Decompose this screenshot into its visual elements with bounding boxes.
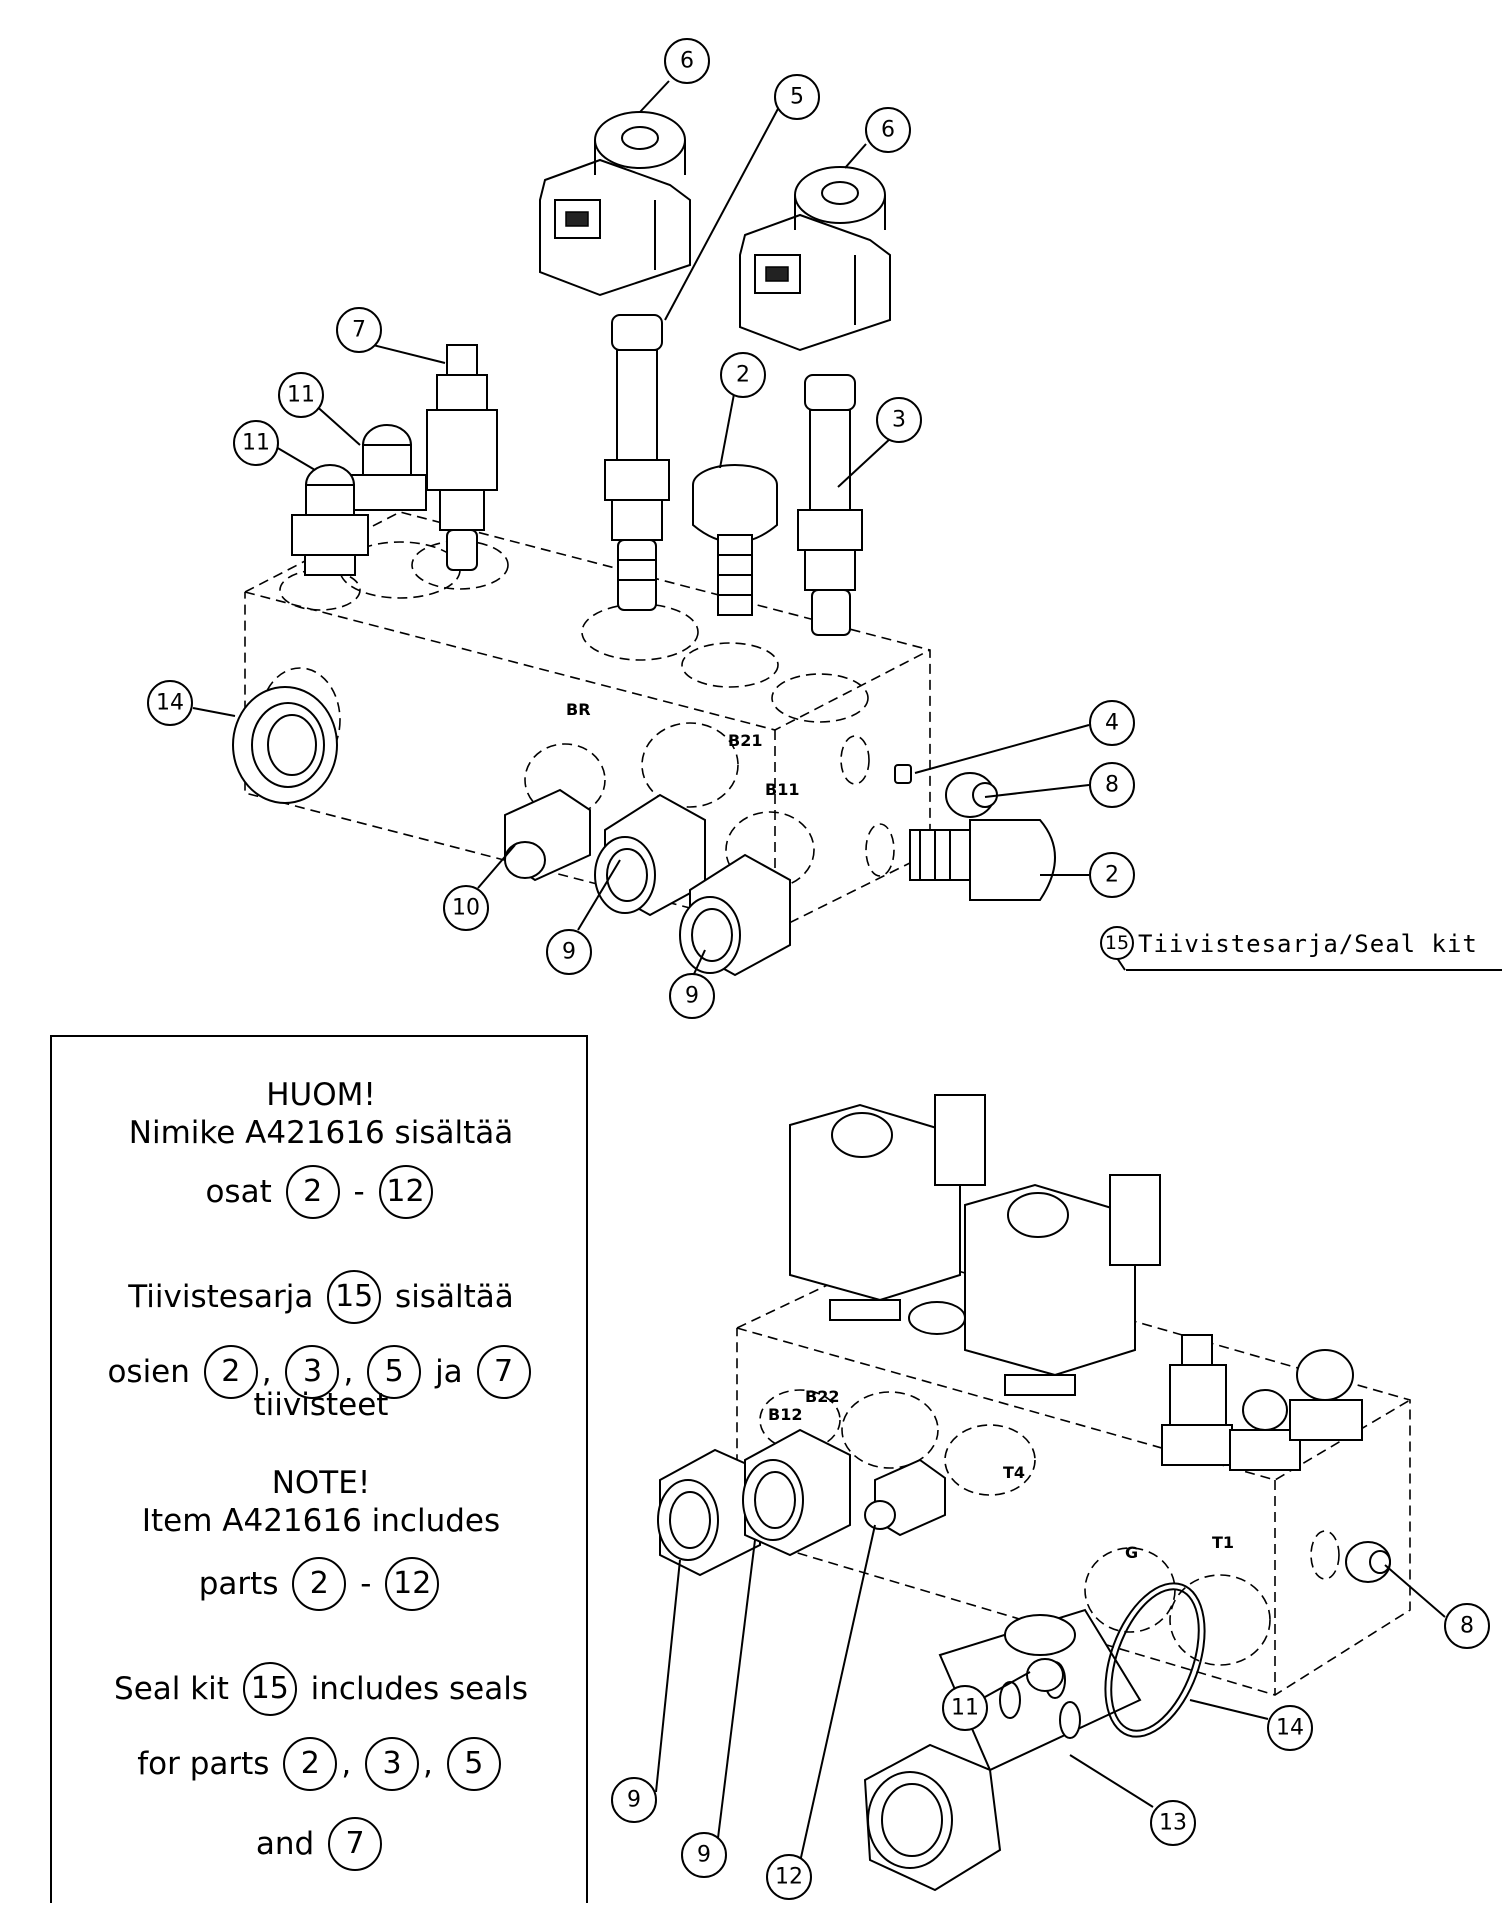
svg-text:3: 3 — [892, 408, 906, 433]
seal-kit-label: Tiivistesarja/Seal kit — [1138, 930, 1478, 958]
callout-5: 5 — [774, 74, 820, 120]
svg-text:4: 4 — [1105, 711, 1119, 736]
leader-lines — [192, 80, 1502, 1863]
note-fi-kit-num: 15 — [327, 1270, 382, 1324]
callout-6-top-left: 6 — [664, 38, 710, 84]
callout-9-upper-b: 9 — [669, 973, 715, 1019]
lower-filter-13 — [863, 1608, 1142, 1892]
svg-text:6: 6 — [680, 49, 694, 74]
lower-top-fittings — [908, 1301, 1363, 1471]
svg-text:2: 2 — [1105, 863, 1119, 888]
note-en-line1: Item A421616 includes — [141, 1503, 501, 1539]
callout-4: 4 — [1089, 700, 1135, 746]
svg-text:12: 12 — [775, 1865, 803, 1890]
callout-11-upper-a: 11 — [278, 372, 324, 418]
callout-3: 3 — [876, 397, 922, 443]
note-en-and: and 7 — [52, 1817, 590, 1871]
svg-text:14: 14 — [156, 691, 184, 716]
lower-front-fittings — [657, 1428, 946, 1577]
upper-solenoid-coil-right — [739, 166, 891, 352]
callout-6-top-right: 6 — [865, 107, 911, 153]
note-fi-parts-range: osat 2 - 12 — [52, 1165, 590, 1219]
svg-text:14: 14 — [1276, 1716, 1304, 1741]
callout-9-lower-a: 9 — [611, 1777, 657, 1823]
port-label-t1: T1 — [1212, 1533, 1234, 1552]
callout-7: 7 — [336, 307, 382, 353]
svg-text:9: 9 — [627, 1788, 641, 1813]
note-en-title: NOTE! — [271, 1465, 371, 1501]
lower-solenoid-coils — [789, 1094, 1161, 1396]
callout-2-upper: 2 — [720, 352, 766, 398]
callout-10: 10 — [443, 885, 489, 931]
callout-11-upper-b: 11 — [233, 420, 279, 466]
svg-text:8: 8 — [1460, 1614, 1474, 1639]
callout-11-lower: 11 — [942, 1685, 988, 1731]
svg-text:15: 15 — [1105, 932, 1129, 954]
callout-8-lower: 8 — [1444, 1603, 1490, 1649]
callout-12: 12 — [766, 1854, 812, 1900]
upper-fitting-10 — [504, 788, 591, 882]
upper-cartridge-valve-3 — [797, 374, 863, 636]
port-label-b22: B22 — [805, 1387, 839, 1406]
svg-text:7: 7 — [352, 318, 366, 343]
note-fi-range-to: 12 — [378, 1165, 433, 1219]
callout-9-lower-b: 9 — [681, 1832, 727, 1878]
port-label-b21: B21 — [728, 731, 762, 750]
port-label-br: BR — [566, 700, 591, 719]
callout-2-side: 2 — [1089, 852, 1135, 898]
svg-text:13: 13 — [1159, 1811, 1187, 1836]
note-fi-seal-parts: osien 2, 3, 5 ja 7 — [52, 1345, 590, 1399]
svg-text:9: 9 — [697, 1843, 711, 1868]
port-label-b11: B11 — [765, 780, 799, 799]
svg-text:11: 11 — [242, 431, 270, 456]
note-en-kit: Seal kit 15 includes seals — [52, 1662, 590, 1716]
svg-text:6: 6 — [881, 118, 895, 143]
svg-text:2: 2 — [736, 363, 750, 388]
note-fi-title: HUOM! — [266, 1077, 376, 1113]
note-fi-seals: tiivisteet — [253, 1387, 389, 1423]
callout-14-upper: 14 — [147, 680, 193, 726]
svg-text:10: 10 — [452, 896, 480, 921]
upper-fitting-9-right — [679, 853, 791, 977]
note-fi-range-from: 2 — [285, 1165, 340, 1219]
callout-14-lower: 14 — [1267, 1705, 1313, 1751]
note-box: HUOM! Nimike A421616 sisältää osat 2 - 1… — [50, 1035, 588, 1903]
svg-text:11: 11 — [951, 1696, 979, 1721]
lower-plug-8 — [1345, 1541, 1391, 1583]
upper-side-parts — [894, 764, 1056, 901]
callout-13: 13 — [1150, 1800, 1196, 1846]
svg-text:9: 9 — [562, 940, 576, 965]
svg-text:9: 9 — [685, 984, 699, 1009]
svg-text:8: 8 — [1105, 773, 1119, 798]
upper-plug-14 — [232, 686, 338, 804]
svg-text:11: 11 — [287, 383, 315, 408]
upper-check-valve-2 — [692, 464, 778, 616]
upper-cartridge-valve-5 — [604, 314, 670, 611]
callout-15-seal-kit: 15 — [1100, 926, 1134, 960]
callout-8-upper: 8 — [1089, 762, 1135, 808]
port-label-t4: T4 — [1003, 1463, 1025, 1482]
port-label-b12: B12 — [768, 1405, 802, 1424]
note-en-parts-range: parts 2 - 12 — [52, 1557, 590, 1611]
port-label-g: G — [1125, 1543, 1138, 1562]
svg-text:5: 5 — [790, 85, 804, 110]
note-fi-line1: Nimike A421616 sisältää — [128, 1115, 514, 1151]
upper-fittings-11 — [291, 424, 427, 576]
lower-oring-14 — [1104, 1582, 1206, 1738]
note-fi-kit: Tiivistesarja 15 sisältää — [52, 1270, 590, 1324]
upper-fitting-9-left — [594, 793, 706, 917]
upper-solenoid-coil-left — [539, 111, 691, 297]
upper-relief-valve-7 — [426, 344, 498, 571]
note-en-seal-parts: for parts 2, 3, 5 — [52, 1737, 590, 1791]
callout-9-upper-a: 9 — [546, 929, 592, 975]
